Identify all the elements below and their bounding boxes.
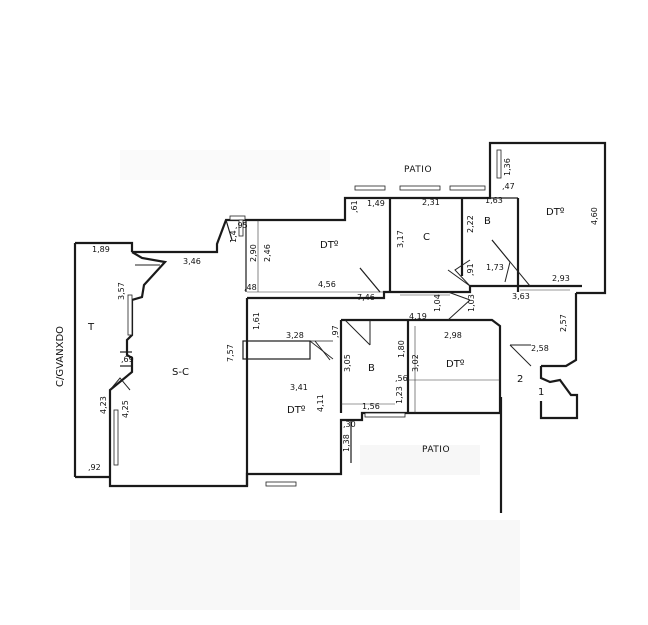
dim-label: 1,61 <box>252 312 261 330</box>
scan-noise <box>120 150 520 610</box>
dimension-labels: 1,89 3,46 3,57 ,69 4,23 4,25 ,92 7,57 ,9… <box>88 158 599 472</box>
dim-label: 3,02 <box>411 354 420 372</box>
dim-label: 3,17 <box>396 230 405 248</box>
room-d2-label: DTº <box>546 207 565 218</box>
dim-label: 1,73 <box>486 263 504 272</box>
dim-label: 3,05 <box>343 354 352 372</box>
room-d1-label: DTº <box>320 240 339 251</box>
dim-label: 1,56 <box>362 402 380 411</box>
dim-label: ,47 <box>502 182 515 191</box>
dim-label: 3,41 <box>290 383 308 392</box>
dim-label: ,56 <box>395 374 408 383</box>
internal-walls <box>120 197 582 486</box>
dim-label: 3,46 <box>183 257 201 266</box>
dim-label: 4,23 <box>99 396 108 414</box>
dim-label: ,91 <box>466 263 475 276</box>
entry-1-label: 1 <box>538 387 544 398</box>
dim-label: 1,36 <box>503 158 512 176</box>
dim-label: 4,60 <box>590 207 599 225</box>
room-d3-label: DTº <box>287 405 306 416</box>
room-b2-label: B <box>368 363 375 374</box>
dim-label: ,48 <box>244 283 257 292</box>
dim-label: 1,89 <box>92 245 110 254</box>
dim-label: 2,57 <box>559 314 568 332</box>
room-b1-label: B <box>484 216 491 227</box>
windows <box>113 149 502 487</box>
dim-label: 1,49 <box>367 199 385 208</box>
dim-label: ,92 <box>88 463 101 472</box>
dim-label: 1,03 <box>467 294 476 312</box>
dim-label: 4,25 <box>121 400 130 418</box>
dim-label: 3,57 <box>117 282 126 300</box>
patio-bottom-label: PATIO <box>422 445 450 455</box>
room-c-label: C <box>423 232 430 243</box>
room-d4-label: DTº <box>446 359 465 370</box>
dim-label: ,95 <box>235 221 248 230</box>
dim-label: 2,90 <box>249 244 258 262</box>
dim-label: 2,22 <box>466 215 475 233</box>
dim-label: ,97 <box>331 325 340 338</box>
dim-label: 1,63 <box>485 196 503 205</box>
dim-label: 4,11 <box>316 394 325 412</box>
entry-2-label: 2 <box>517 374 523 385</box>
dim-label: 1,80 <box>397 340 406 358</box>
corridor-label: C/GVANXDO <box>55 326 66 387</box>
dim-label: 2,93 <box>552 274 570 283</box>
room-sc-label: S-C <box>172 367 189 378</box>
dim-label: ,30 <box>343 420 356 429</box>
dim-label: 2,46 <box>263 244 272 262</box>
dim-label: 4,56 <box>318 280 336 289</box>
dim-label: 1,4 <box>229 230 238 243</box>
doors <box>109 239 532 391</box>
dim-label: 2,31 <box>422 198 440 207</box>
dim-label: 1,23 <box>395 386 404 404</box>
dim-label: 3,28 <box>286 331 304 340</box>
dim-label: ,61 <box>350 200 359 213</box>
patio-top-label: PATIO <box>404 165 432 175</box>
dim-label: 1,04 <box>433 294 442 312</box>
dim-label: 7,46 <box>357 293 375 302</box>
dimension-lines <box>247 220 570 413</box>
dim-label: 7,57 <box>226 344 235 362</box>
dim-label: 4,19 <box>409 312 427 321</box>
dim-label: 2,98 <box>444 331 462 340</box>
dim-label: 2,58 <box>531 344 549 353</box>
dim-label: 3,63 <box>512 292 530 301</box>
dim-label: 1,38 <box>342 434 351 452</box>
room-t-label: T <box>87 322 95 333</box>
dim-label: ,69 <box>121 355 134 364</box>
room-labels: PATIO PATIO C/GVANXDO T S-C C B B DTº DT… <box>55 165 565 455</box>
